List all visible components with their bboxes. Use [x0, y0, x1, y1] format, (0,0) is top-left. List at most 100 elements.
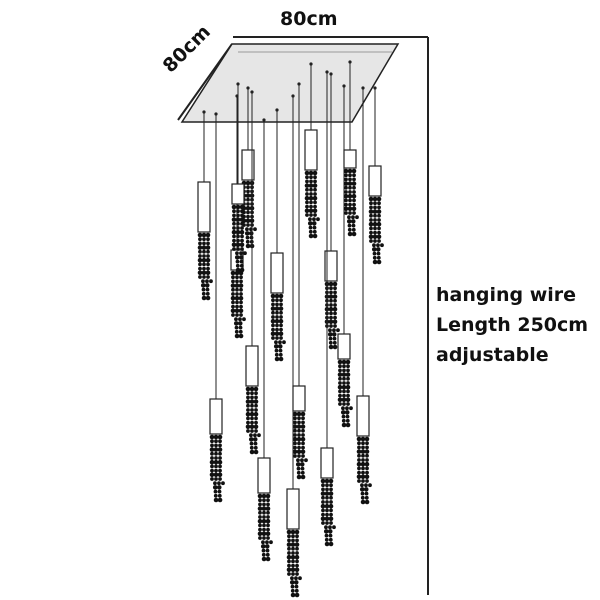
crystal-bead — [333, 290, 337, 295]
wire-anchor — [246, 86, 250, 90]
crystal-bead — [347, 215, 351, 220]
crystal-bead — [271, 302, 275, 307]
wire-anchor — [262, 118, 266, 122]
crystal-bead — [245, 180, 251, 186]
width-dimension-label: 80cm — [280, 8, 338, 30]
crystal-bead — [296, 470, 301, 475]
crystal-bead — [217, 434, 223, 440]
crystal-bead — [308, 229, 313, 234]
crystal-bead — [360, 495, 365, 500]
crystal-bead — [234, 329, 239, 334]
crystal-bead — [290, 554, 296, 560]
crystal-bead — [261, 540, 265, 545]
crystal-bead — [271, 298, 275, 303]
crystal-bead — [373, 230, 377, 235]
crystal-bead — [338, 393, 342, 398]
crystal-bead — [206, 237, 210, 242]
crystal-bead — [345, 397, 351, 403]
crystal-bead — [328, 533, 333, 538]
crystal-bead — [257, 518, 263, 524]
crystal-bead — [231, 229, 237, 235]
crystal-bead — [377, 218, 381, 222]
crystal-bead — [205, 291, 210, 296]
crystal-bead — [333, 303, 337, 307]
crystal-bead — [305, 192, 309, 196]
crystal-bead — [287, 538, 291, 543]
crystal-bead — [356, 436, 362, 442]
crystal-bead — [351, 231, 357, 237]
crystal-bead — [197, 257, 203, 263]
crystal-bead — [328, 340, 333, 345]
crystal-bead — [201, 245, 207, 250]
pendant-tube — [343, 149, 357, 169]
crystal-bead — [230, 270, 236, 276]
crystal-bead — [254, 403, 258, 408]
crystal-bead — [217, 459, 223, 465]
crystal-bead — [266, 498, 270, 503]
crystal-bead — [274, 318, 280, 324]
crystal-bead — [230, 283, 236, 288]
crystal-bead — [278, 356, 284, 362]
crystal-bead — [364, 474, 370, 480]
crystal-bead — [329, 521, 333, 525]
wire-anchor — [275, 108, 279, 112]
crystal-bead — [355, 215, 359, 220]
crystal-bead — [201, 295, 207, 301]
crystal-bead — [261, 531, 267, 537]
crystal-bead — [341, 397, 347, 403]
crystal-bead — [311, 221, 317, 226]
crystal-bead — [359, 487, 365, 492]
crystal-bead — [249, 433, 253, 438]
crystal-bead — [253, 445, 258, 450]
crystal-bead — [342, 368, 346, 373]
crystal-bead — [271, 315, 275, 319]
crystal-bead — [360, 474, 366, 480]
crystal-bead — [328, 491, 334, 496]
crystal-bead — [365, 445, 369, 450]
crystal-bead — [346, 376, 350, 381]
crystal-bead — [304, 170, 310, 176]
crystal-bead — [348, 211, 352, 215]
crystal-bead — [234, 325, 239, 330]
crystal-bead — [329, 508, 333, 513]
crystal-bead — [313, 213, 317, 217]
crystal-bead — [328, 328, 332, 333]
crystal-bead — [239, 259, 244, 264]
crystal-bead — [286, 567, 292, 573]
crystal-bead — [250, 420, 254, 425]
crystal-bead — [202, 254, 206, 258]
crystal-bead — [345, 384, 351, 390]
crystal-bead — [258, 536, 262, 540]
crystal-bead — [275, 327, 279, 332]
crystal-bead — [352, 173, 356, 178]
crystal-bead — [347, 168, 353, 174]
crystal-bead — [331, 332, 337, 337]
crystal-bead — [369, 213, 373, 218]
crystal-bead — [351, 206, 357, 212]
crystal-bead — [323, 529, 329, 534]
crystal-bead — [236, 234, 240, 239]
crystal-bead — [206, 241, 210, 246]
crystal-bead — [249, 399, 255, 404]
crystal-bead — [329, 290, 333, 295]
crystal-bead — [328, 503, 334, 509]
crystal-bead — [266, 536, 270, 540]
crystal-bead — [297, 420, 301, 425]
crystal-bead — [287, 551, 291, 555]
crystal-bead — [369, 218, 373, 222]
crystal-bead — [235, 313, 239, 317]
crystal-bead — [343, 168, 349, 174]
crystal-bead — [202, 266, 206, 271]
crystal-bead — [201, 270, 207, 276]
crystal-bead — [325, 508, 329, 513]
crystal-bead — [246, 403, 250, 408]
crystal-bead — [351, 215, 355, 220]
crystal-bead — [321, 500, 325, 504]
crystal-bead — [239, 304, 243, 309]
crystal-bead — [240, 247, 244, 251]
crystal-bead — [329, 315, 333, 320]
crystal-bead — [373, 218, 377, 222]
crystal-bead — [356, 461, 362, 467]
crystal-bead — [235, 204, 241, 210]
crystal-bead — [201, 287, 206, 292]
